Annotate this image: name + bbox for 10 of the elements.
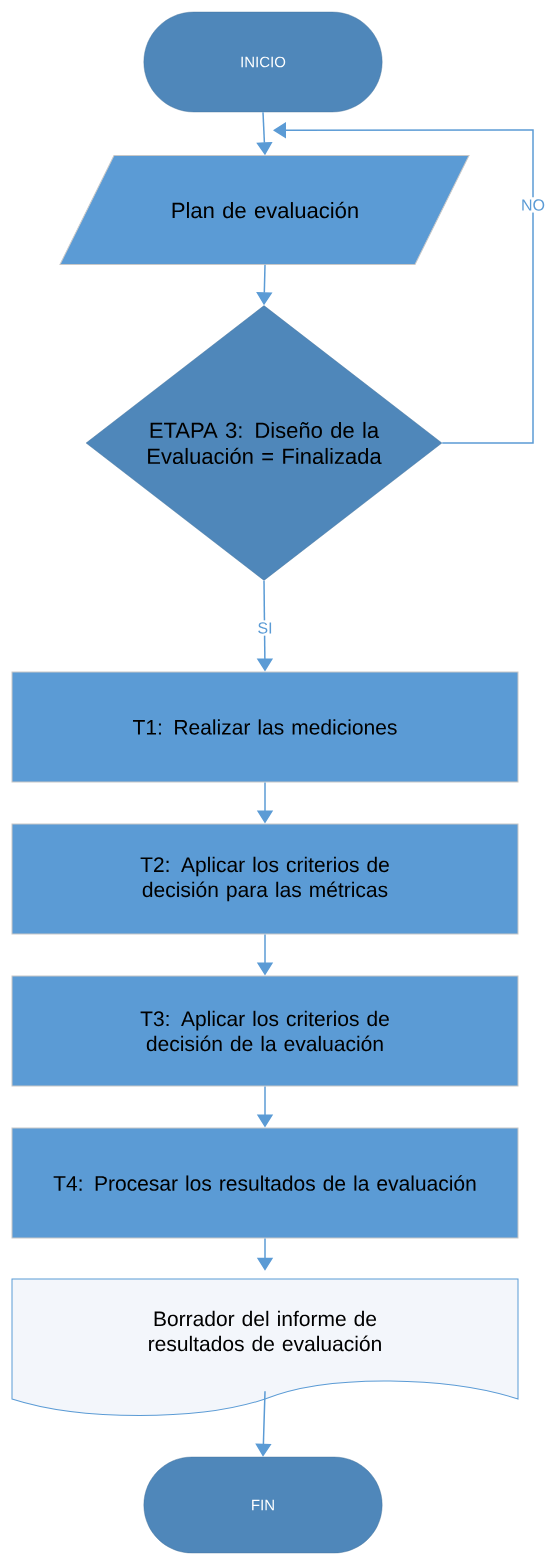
process-box: T1: Realizar las mediciones xyxy=(11,671,519,783)
process-box: T4: Procesar los resultados de la evaluación xyxy=(11,1127,519,1239)
arrow xyxy=(273,122,534,444)
process-box: T3: Aplicar los criterios de decisión de la evaluación xyxy=(11,975,519,1087)
process-box: T2: Aplicar los criterios de decisión para las métricas xyxy=(11,823,519,935)
arrow xyxy=(255,1390,272,1457)
terminal-oval: FIN xyxy=(143,1456,383,1554)
edge-label: NO xyxy=(519,197,547,213)
data-parallelogram: Plan de evaluación xyxy=(59,155,470,265)
edge-label: SI xyxy=(255,620,275,636)
